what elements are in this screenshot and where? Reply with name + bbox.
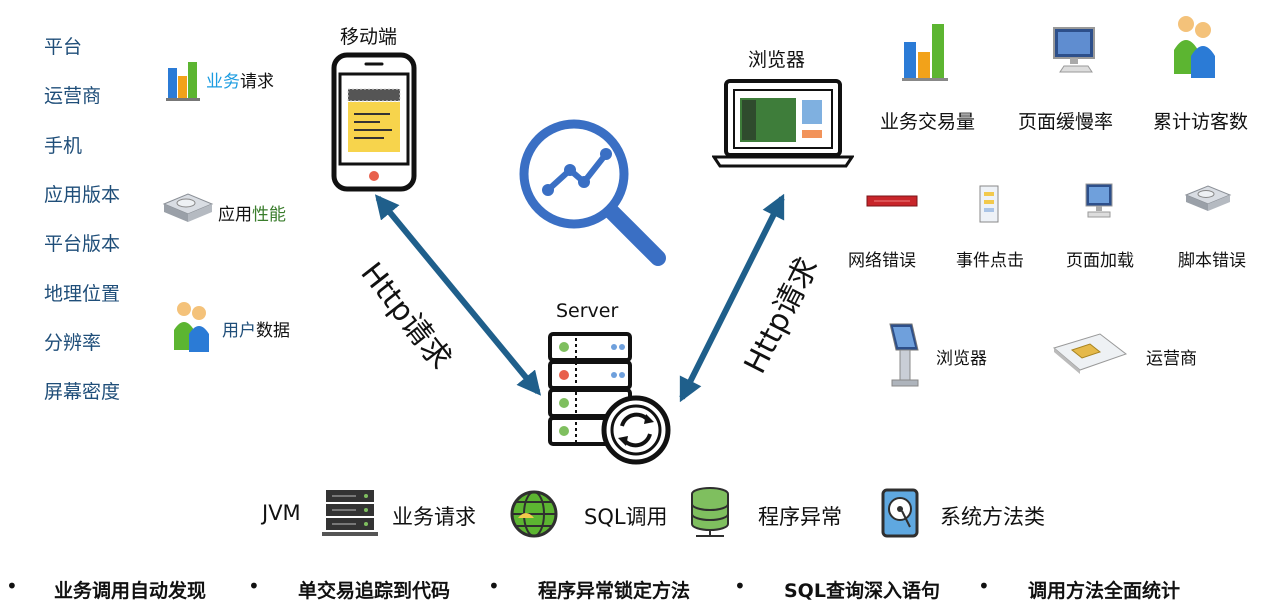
metric-event-click: 事件点击 [956,251,1024,271]
server-icon [548,332,671,465]
feature-user-data: 用户数据 [222,321,290,341]
server-label: Server [556,300,619,322]
arrow-mobile-server [374,194,542,396]
bottom-feature-auto-discovery: 业务调用自动发现 [54,580,207,602]
bar-chart-icon [166,62,200,101]
visitors-icon [1174,16,1215,78]
left-item-carrier: 运营商 [44,85,102,107]
mobile-phone-icon [331,52,417,192]
server-item-exception: 程序异常 [758,505,842,529]
left-item-density: 屏幕密度 [44,381,121,403]
server-item-business-request: 业务请求 [392,505,476,529]
metric-page-load: 页面加载 [1066,251,1134,271]
left-item-location: 地理位置 [44,283,121,305]
sim-card-icon [1052,333,1128,374]
bottom-feature-trace-to-code: 单交易追踪到代码 [298,580,451,602]
bottom-feature-exception-locate: 程序异常锁定方法 [538,580,691,602]
monitor-icon [1053,27,1095,73]
laptop-icon [712,79,854,168]
feature-business-request: 业务请求 [206,72,274,92]
left-item-phone: 手机 [44,135,83,157]
server-item-system-method: 系统方法类 [940,505,1045,529]
mobile-label: 移动端 [340,26,398,48]
server-item-sql-call: SQL调用 [584,505,668,529]
script-error-disk-icon [1184,185,1232,211]
kiosk-icon [889,323,919,387]
server-item-jvm: JVM [262,501,301,525]
metric-total-visitors: 累计访客数 [1153,111,1249,133]
left-item-platform: 平台 [44,36,83,58]
bullet: • [248,574,260,598]
bottom-feature-sql-statement: SQL查询深入语句 [784,580,940,602]
bullet: • [978,574,990,598]
metric-network-error: 网络错误 [848,251,916,271]
left-item-app-version: 应用版本 [44,184,121,206]
metric-script-error: 脚本错误 [1178,251,1246,271]
click-event-icon [979,185,999,223]
hard-disk-icon [162,193,214,222]
bullet: • [734,574,746,598]
bullet: • [6,574,18,598]
magnifier-icon [519,119,666,266]
database-icon [691,487,729,537]
arrow-browser-server [679,193,785,403]
metric-browser: 浏览器 [936,349,987,369]
feature-app-performance: 应用性能 [218,205,286,225]
users-icon [174,302,209,352]
metric-trade-volume: 业务交易量 [880,111,976,133]
system-disk-icon [881,488,919,538]
network-device-icon [866,195,918,207]
metric-carrier: 运营商 [1146,349,1197,369]
browser-label: 浏览器 [748,49,806,71]
bar-chart-3d-icon [902,24,948,81]
left-item-platform-version: 平台版本 [44,233,121,255]
page-load-icon [1085,183,1113,218]
globe-icon [510,490,558,538]
left-item-resolution: 分辨率 [44,332,102,354]
rack-server-icon [322,490,378,536]
bottom-feature-method-stats: 调用方法全面统计 [1028,580,1181,602]
metric-slow-page-rate: 页面缓慢率 [1018,111,1114,133]
bullet: • [488,574,500,598]
